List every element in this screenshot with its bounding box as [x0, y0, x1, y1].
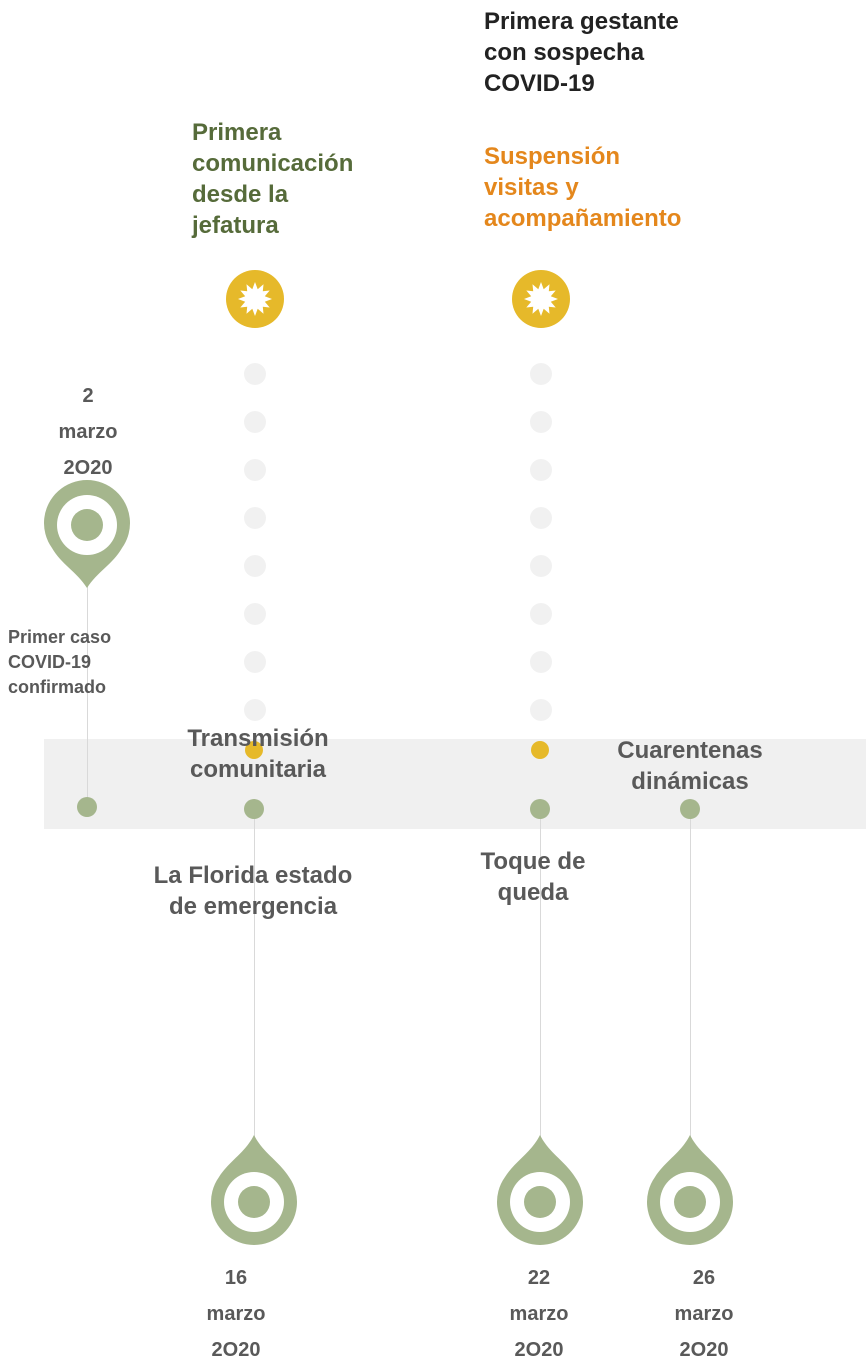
- event-line: comunitaria: [189, 756, 327, 783]
- date-year: 2O20: [63, 457, 113, 479]
- date-month: marzo: [58, 421, 118, 443]
- timeline-marker-suspension: [531, 741, 549, 759]
- event-transmission: Transmisión comunitaria: [138, 723, 378, 785]
- connector-dot: [244, 411, 266, 433]
- connector-dot: [244, 699, 266, 721]
- drop-pin-icon: [211, 1135, 297, 1245]
- date-month: marzo: [674, 1303, 734, 1325]
- date-month: marzo: [509, 1303, 569, 1325]
- date-day: 16: [224, 1267, 248, 1289]
- timeline-dot-mar2: [77, 797, 97, 817]
- event-line: La Florida estado: [153, 862, 353, 889]
- event-curfew: Toque de queda: [458, 846, 608, 908]
- connector-dot: [530, 411, 552, 433]
- stem-mar22: [540, 808, 541, 1158]
- connector-dot: [530, 363, 552, 385]
- map-pin-icon: [44, 480, 131, 588]
- date-day: 2: [82, 385, 94, 407]
- event-la-florida: La Florida estado de emergencia: [118, 860, 388, 922]
- event-quarantine: Cuarentenas dinámicas: [590, 735, 790, 797]
- event-line: Primera gestante: [484, 8, 679, 35]
- event-line: Primer caso: [8, 627, 112, 647]
- stem-mar16: [254, 808, 255, 1158]
- dotted-connector-communication: [244, 363, 266, 723]
- timeline-marker-communication: [245, 741, 263, 759]
- connector-dot: [530, 507, 552, 529]
- connector-dot: [244, 507, 266, 529]
- event-first-communication: Primera comunicación desde la jefatura: [192, 117, 353, 241]
- event-line: confirmado: [8, 677, 107, 697]
- connector-dot: [530, 651, 552, 673]
- connector-dot: [530, 555, 552, 577]
- event-line: Primera: [192, 119, 282, 146]
- starburst-icon: [226, 270, 284, 328]
- connector-dot: [244, 555, 266, 577]
- event-visit-suspension: Suspensión visitas y acompañamiento: [484, 141, 681, 234]
- event-line: Suspensión: [484, 143, 621, 170]
- event-first-case: Primer caso COVID-19 confirmado: [8, 625, 111, 700]
- starburst-icon: [512, 270, 570, 328]
- date-mar22: 22 marzo 2O20: [489, 1260, 589, 1368]
- connector-dot: [244, 363, 266, 385]
- event-line: con sospecha: [484, 39, 645, 66]
- timeline-band: [44, 739, 866, 829]
- connector-dot: [530, 603, 552, 625]
- connector-dot: [244, 603, 266, 625]
- event-line: acompañamiento: [484, 205, 682, 232]
- date-year: 2O20: [679, 1339, 729, 1361]
- stem-mar26: [690, 808, 691, 1158]
- event-line: Toque de: [480, 848, 586, 875]
- date-month: marzo: [206, 1303, 266, 1325]
- drop-pin-icon: [647, 1135, 733, 1245]
- event-line: jefatura: [192, 212, 279, 239]
- event-line: comunicación: [192, 150, 354, 177]
- event-line: Cuarentenas: [617, 737, 763, 764]
- date-mar16: 16 marzo 2O20: [186, 1260, 286, 1368]
- date-day: 26: [692, 1267, 716, 1289]
- date-mar26: 26 marzo 2O20: [654, 1260, 754, 1368]
- date-day: 22: [527, 1267, 551, 1289]
- event-line: COVID-19: [8, 652, 92, 672]
- event-line: visitas y: [484, 174, 579, 201]
- event-first-pregnant: Primera gestante con sospecha COVID-19: [484, 6, 679, 99]
- date-year: 2O20: [514, 1339, 564, 1361]
- timeline-dot-mar22: [530, 799, 550, 819]
- date-year: 2O20: [211, 1339, 261, 1361]
- event-line: dinámicas: [631, 768, 749, 795]
- stem-mar2: [87, 575, 88, 807]
- connector-dot: [530, 699, 552, 721]
- date-mar2: 2 marzo 2O20: [38, 378, 138, 486]
- event-line: Transmisión: [187, 725, 329, 752]
- connector-dot: [530, 459, 552, 481]
- timeline-dot-mar16: [244, 799, 264, 819]
- event-line: de emergencia: [168, 893, 338, 920]
- dotted-connector-suspension: [530, 363, 552, 723]
- event-line: COVID-19: [484, 70, 595, 97]
- event-line: desde la: [192, 181, 289, 208]
- event-line: queda: [497, 879, 569, 906]
- connector-dot: [244, 459, 266, 481]
- connector-dot: [244, 651, 266, 673]
- timeline-dot-mar26: [680, 799, 700, 819]
- drop-pin-icon: [497, 1135, 583, 1245]
